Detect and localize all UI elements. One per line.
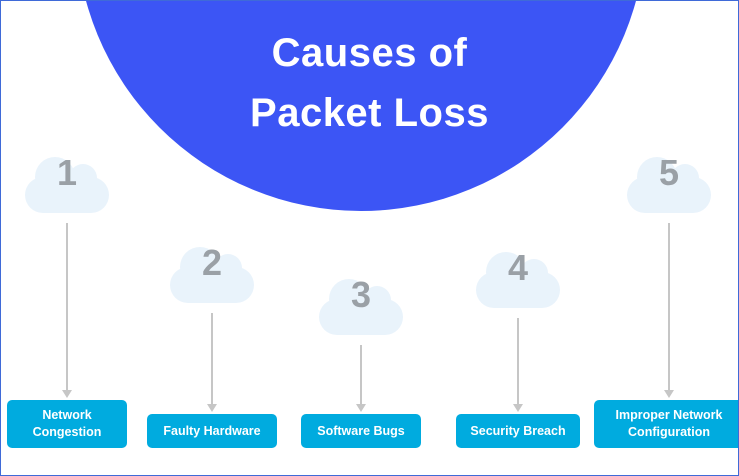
cause-number: 1 (56, 152, 78, 193)
arrow-line (360, 345, 362, 404)
arrow-line (66, 223, 68, 391)
arrow-head-icon (62, 390, 72, 399)
cause-label: Software Bugs (301, 414, 421, 448)
arrow-line (668, 223, 670, 391)
cloud-icon: 1 (25, 155, 109, 213)
cloud-icon: 4 (476, 250, 560, 308)
arrow-line (211, 313, 213, 404)
down-arrow (513, 318, 523, 412)
down-arrow (62, 223, 72, 399)
cause-item-1: 1 Network Congestion (7, 151, 127, 448)
cause-label: Network Congestion (7, 400, 127, 448)
arrow-head-icon (207, 404, 217, 412)
arrow-line (517, 318, 519, 404)
arrow-head-icon (513, 404, 523, 412)
title-line2: Packet Loss (250, 91, 489, 135)
cause-item-3: 3 Software Bugs (301, 273, 421, 448)
cause-number: 4 (507, 247, 529, 288)
down-arrow (664, 223, 674, 399)
cause-item-4: 4 Security Breach (456, 246, 580, 448)
cause-item-5: 5 Improper Network Configuration (594, 151, 738, 448)
cloud-icon: 5 (627, 155, 711, 213)
cause-number: 2 (201, 242, 223, 283)
cause-item-2: 2 Faulty Hardware (147, 241, 277, 448)
cause-label: Improper Network Configuration (594, 400, 738, 448)
cause-label: Security Breach (456, 414, 580, 448)
down-arrow (207, 313, 217, 412)
arrow-head-icon (356, 404, 366, 412)
cause-label: Faulty Hardware (147, 414, 277, 448)
title-line1: Causes of (271, 31, 468, 75)
arrow-head-icon (664, 390, 674, 399)
diagram-title: Causes of Packet Loss (1, 23, 738, 143)
cloud-icon: 2 (170, 245, 254, 303)
cause-number: 3 (350, 274, 372, 315)
cloud-icon: 3 (319, 277, 403, 335)
cause-number: 5 (658, 152, 680, 193)
down-arrow (356, 345, 366, 412)
